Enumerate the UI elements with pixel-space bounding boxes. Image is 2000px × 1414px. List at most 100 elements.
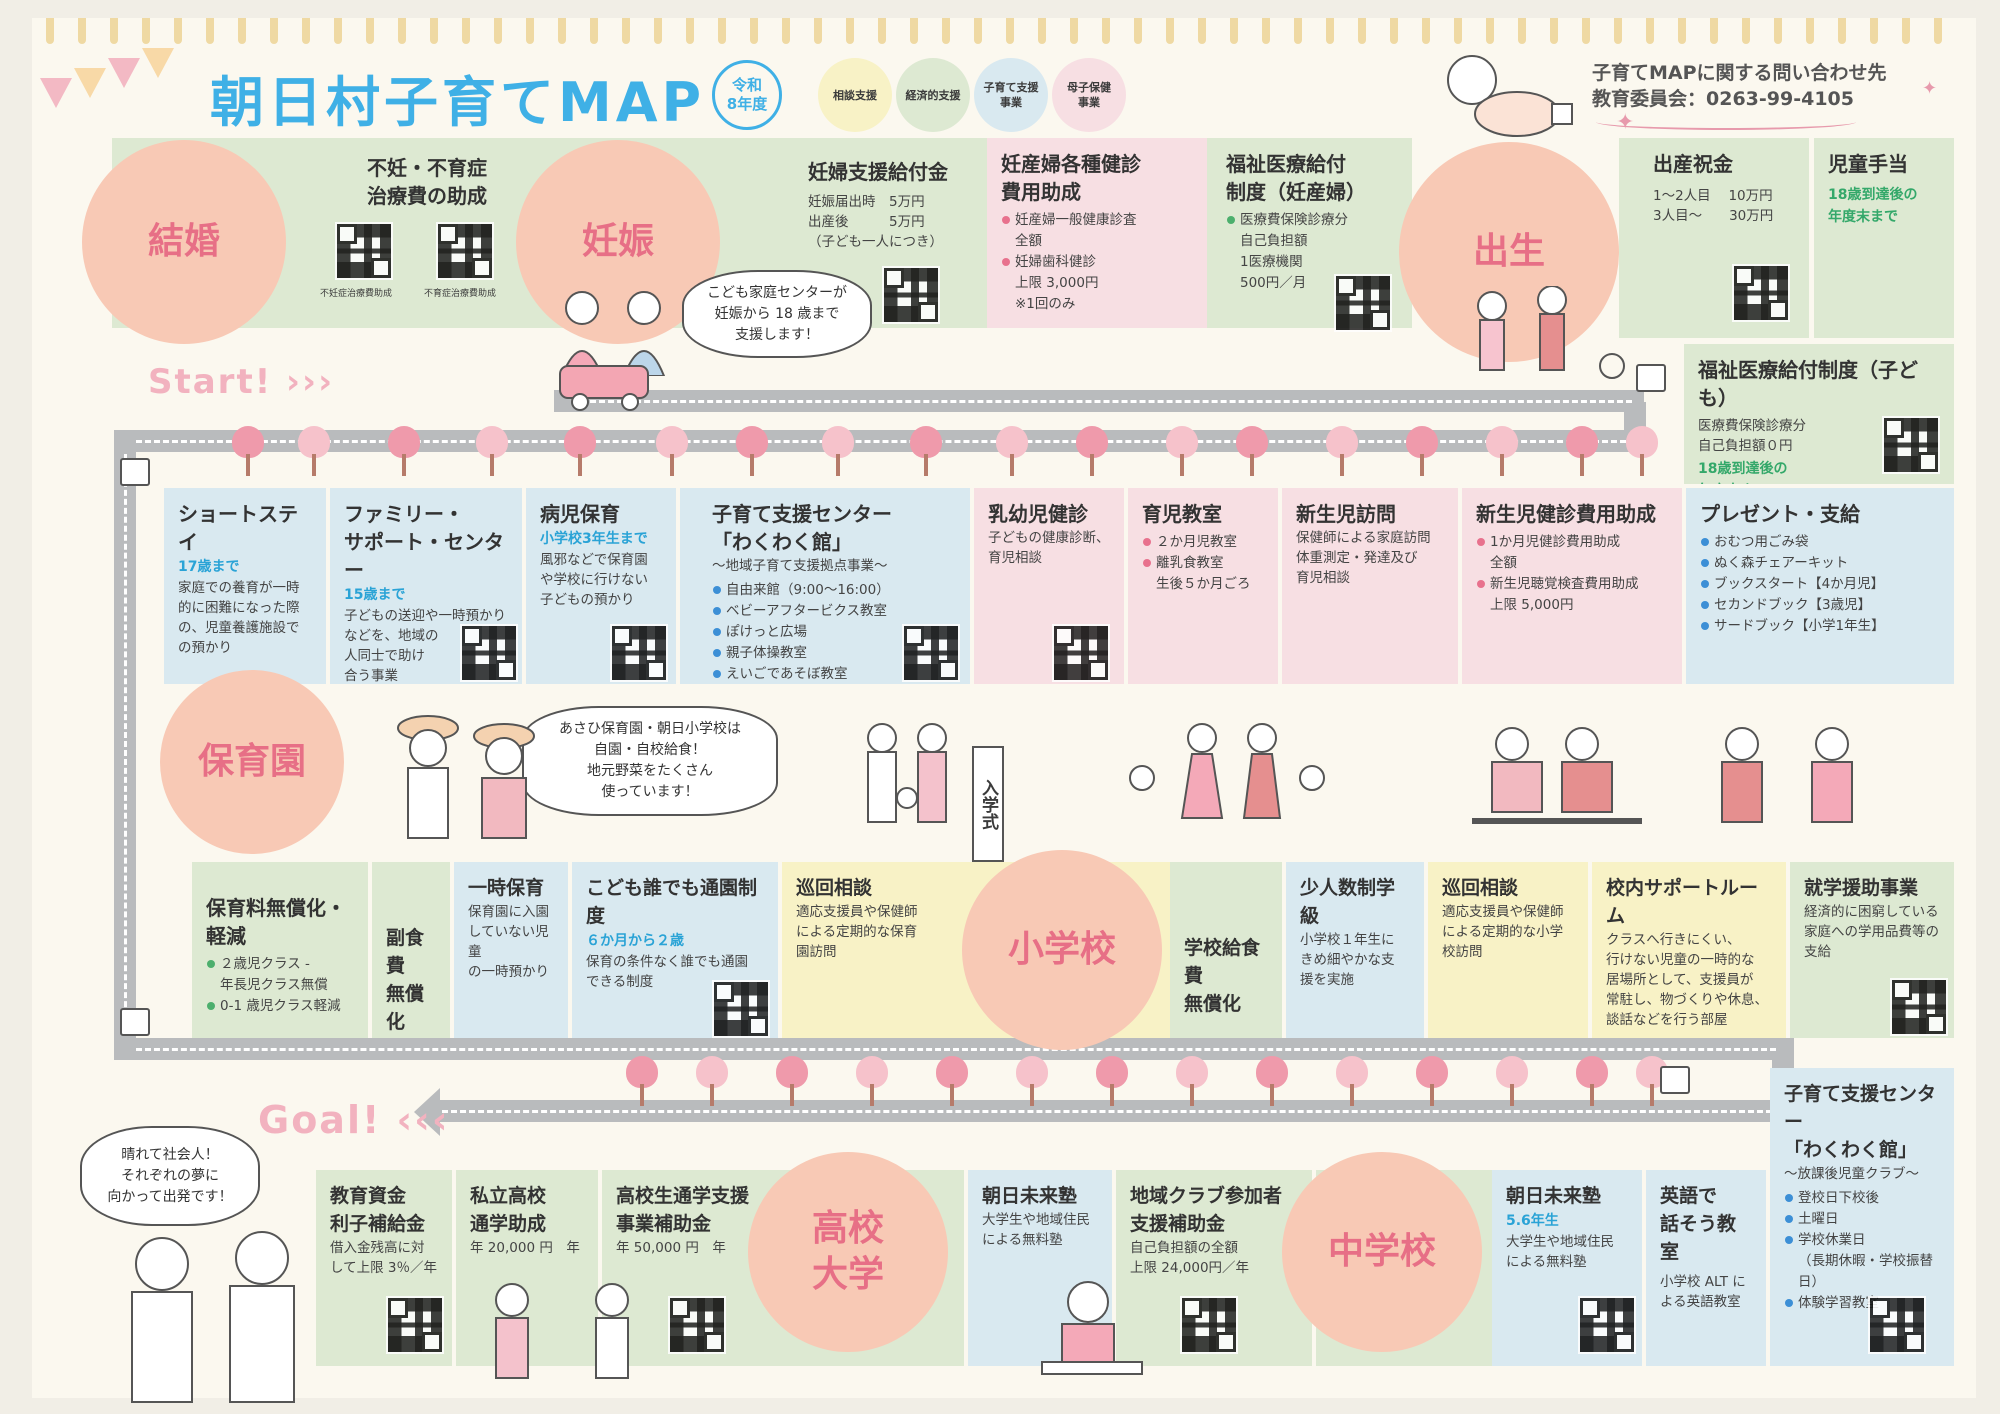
qr-code[interactable] xyxy=(1868,1296,1926,1354)
border-tick xyxy=(1678,18,1686,44)
road-arrow-icon xyxy=(414,1088,440,1136)
present-title: プレゼント・支給 xyxy=(1700,502,1860,526)
border-tick xyxy=(1358,18,1366,44)
cherry-tree-icon xyxy=(1332,1056,1372,1108)
maternal-checkup-card: 妊産婦各種健診 費用助成 妊産婦一般健康診査 全額妊婦歯科健診 上限 3,000… xyxy=(987,138,1207,328)
border-tick xyxy=(590,18,598,44)
school-lunch-title: 学校給食費 無償化 xyxy=(1184,937,1261,1015)
mirai-juku-junior-title: 朝日未来塾 xyxy=(1506,1185,1602,1207)
cherry-tree-icon xyxy=(1622,426,1662,478)
goal-label: Goal! ‹‹‹ xyxy=(258,1098,450,1142)
qr-code[interactable] xyxy=(1882,416,1940,474)
list-item: 登校日下校後 xyxy=(1784,1188,1942,1209)
road-dash xyxy=(572,400,1632,403)
list-item: 自由来館（9:00～16:00） xyxy=(712,580,958,601)
list-item: 1か月児健診費用助成 全額 xyxy=(1476,532,1670,574)
contact-value: 教育委員会：0263-99-4105 xyxy=(1592,88,1854,110)
border-tick xyxy=(238,18,246,44)
club-support-card: 地域クラブ参加者 支援補助金 自己負担額の全額 上限 24,000円／年 xyxy=(1116,1170,1312,1366)
cherry-tree-icon xyxy=(1492,1056,1532,1108)
road-dash xyxy=(136,1048,1776,1051)
border-tick xyxy=(910,18,918,44)
border-tick xyxy=(1774,18,1782,44)
cherry-tree-icon xyxy=(1562,426,1602,478)
road-dash xyxy=(442,1110,1772,1113)
qr-code[interactable] xyxy=(436,222,494,280)
childcare-center-title: 子育て支援センター 「わくわく館」 xyxy=(712,502,892,554)
short-stay-sub: 17歳まで xyxy=(178,559,240,575)
running-family-illustration xyxy=(1129,723,1325,819)
mirai-juku-junior-text: 大学生や地域住民 による無料塾 xyxy=(1506,1234,1614,1270)
short-stay-text: 家庭での養育が一時 的に困難になった際 の、児童養護施設で の預かり xyxy=(178,580,300,656)
qr-code[interactable] xyxy=(668,1296,726,1354)
qr-code[interactable] xyxy=(610,624,668,682)
map-sheet: 朝日村子育てMAP 令和 8年度 相談支援 経済的支援 子育て支援 事業 母子保… xyxy=(32,18,1976,1403)
english-class-title: 英語で 話そう教室 xyxy=(1660,1185,1737,1263)
contact-label: 子育てMAPに関する問い合わせ先 xyxy=(1592,62,1887,84)
qr-code[interactable] xyxy=(902,624,960,682)
list-item: えいごであそぼ教室 xyxy=(712,664,958,684)
qr-code[interactable] xyxy=(1180,1296,1238,1354)
entrance-ceremony-illustration xyxy=(867,723,947,823)
qr-code[interactable] xyxy=(460,624,518,682)
maternal-checkup-list: 妊産婦一般健康診査 全額妊婦歯科健診 上限 3,000円 ※1回のみ xyxy=(1001,210,1195,315)
qr-code[interactable] xyxy=(1334,274,1392,332)
birth-gift-title: 出産祝金 xyxy=(1653,152,1733,176)
pregnancy-benefit-title: 妊婦支援給付金 xyxy=(808,160,948,184)
infertility-title: 不妊・不育症 治療費の助成 xyxy=(367,156,487,208)
cherry-tree-icon xyxy=(560,426,600,478)
farmers-illustration xyxy=(397,715,535,839)
qr-code[interactable] xyxy=(1890,978,1948,1036)
temporary-care-card: 一時保育 保育園に入園 していない児童 の一時預かり xyxy=(454,862,568,1038)
infant-checkup-text: 子どもの健康診断、 育児相談 xyxy=(988,530,1110,566)
cherry-tree-icon xyxy=(1072,426,1112,478)
lunch-speech-bubble: あさひ保育園・朝日小学校は 自園・自校給食！ 地元野菜をたくさん 使っています！ xyxy=(522,706,778,816)
mirai-juku-junior-card: 朝日未来塾 5.6年生 大学生や地域住民 による無料塾 xyxy=(1492,1170,1642,1366)
qr-code[interactable] xyxy=(1052,624,1110,682)
border-tick xyxy=(430,18,438,44)
legend-maternal: 母子保健 事業 xyxy=(1052,58,1126,132)
list-item: ブックスタート【4か月児】 xyxy=(1700,574,1942,595)
list-item: 学校休業日 （長期休暇・学校振替日） xyxy=(1784,1230,1942,1293)
qr-code[interactable] xyxy=(712,980,770,1038)
cherry-tree-icon xyxy=(852,1056,892,1108)
anyone-nursery-sub: ６か月から２歳 xyxy=(586,933,684,949)
infertility-card: 不妊・不育症 治療費の助成 xyxy=(332,154,522,210)
border-tick xyxy=(1582,18,1590,44)
list-item: 土曜日 xyxy=(1784,1209,1942,1230)
qr-code[interactable] xyxy=(335,222,393,280)
stage-elementary: 小学校 xyxy=(962,850,1162,1050)
border-tick xyxy=(558,18,566,44)
qr-label-infertility: 不妊症治療費助成 xyxy=(320,289,393,299)
border-tick xyxy=(1390,18,1398,44)
crawling-baby-illustration xyxy=(1447,55,1573,137)
qr-code[interactable] xyxy=(882,266,940,324)
temporary-care-text: 保育園に入園 していない児童 の一時預かり xyxy=(468,904,549,980)
border-tick xyxy=(942,18,950,44)
qr-code[interactable] xyxy=(1578,1296,1636,1354)
road-dash xyxy=(136,440,1626,443)
cherry-tree-icon xyxy=(1172,1056,1212,1108)
border-tick xyxy=(974,18,982,44)
family-support-sub: 15歳まで xyxy=(344,587,406,603)
border-tick xyxy=(1518,18,1526,44)
schoolchildren-illustration xyxy=(1721,727,1853,823)
qr-code[interactable] xyxy=(1732,264,1790,322)
list-item: サードブック【小学1年生】 xyxy=(1700,616,1942,637)
border-tick xyxy=(1198,18,1206,44)
afterschool-center-list: 登校日下校後土曜日学校休業日 （長期休暇・学校振替日）体験学習教室 xyxy=(1784,1188,1942,1314)
qr-code[interactable] xyxy=(386,1296,444,1354)
list-item: ベビーアフタービクス教室 xyxy=(712,601,958,622)
cherry-tree-icon xyxy=(472,426,512,478)
border-tick xyxy=(1230,18,1238,44)
border-tick xyxy=(1166,18,1174,44)
school-aid-card: 就学援助事業 経済的に困窮している 家庭への学用品費等の 支給 xyxy=(1790,862,1954,1038)
welfare-child-text: 医療費保険診療分 自己負担額０円 xyxy=(1698,418,1806,454)
list-item: おむつ用ごみ袋 xyxy=(1700,532,1942,553)
english-class-card: 英語で 話そう教室 小学校 ALT に よる英語教室 xyxy=(1646,1170,1766,1366)
cherry-tree-icon xyxy=(228,426,268,478)
era-badge: 令和 8年度 xyxy=(712,60,782,130)
road-dash xyxy=(124,454,127,1034)
cherry-tree-icon xyxy=(1572,1056,1612,1108)
